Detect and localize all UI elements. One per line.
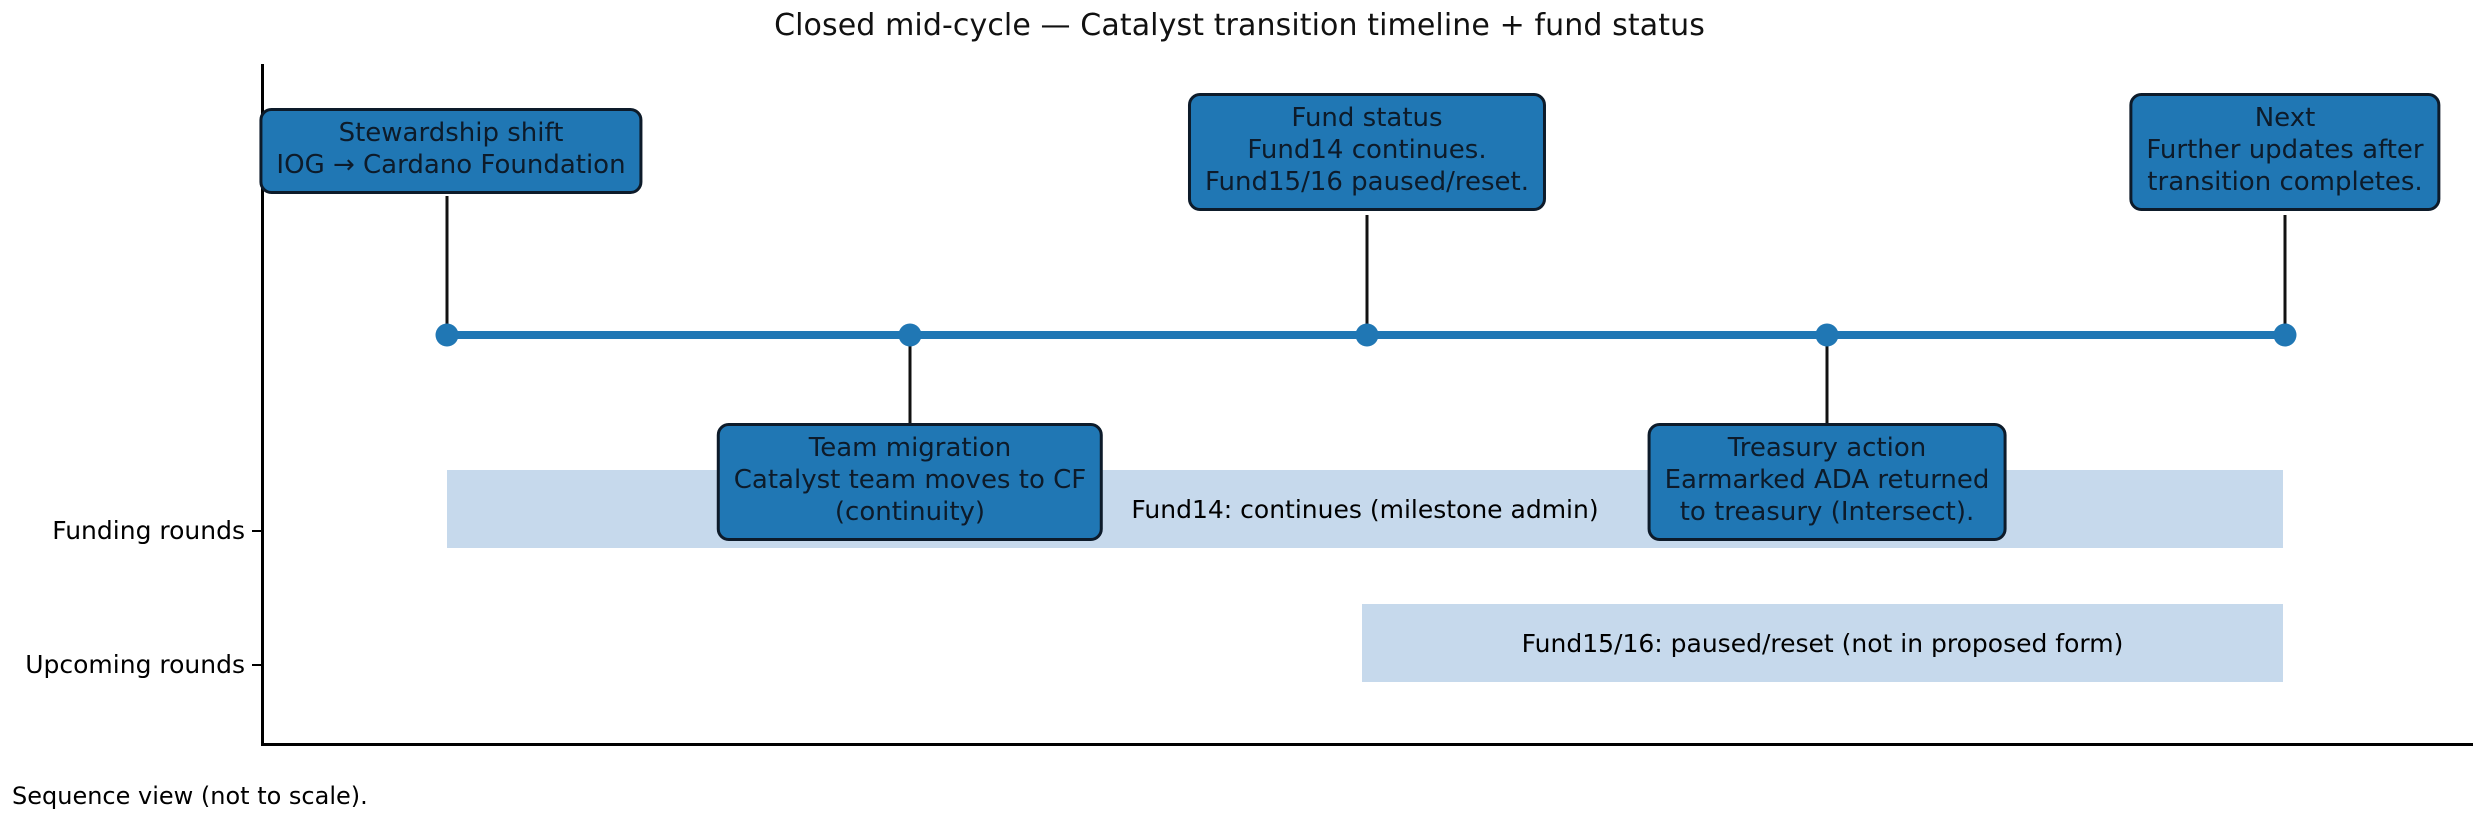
leader-line-team-migration xyxy=(908,335,912,428)
ytick-mark-upcoming-rounds xyxy=(252,664,263,666)
figure-caption: Sequence view (not to scale). xyxy=(12,782,368,810)
axis-spine-left xyxy=(261,64,264,746)
axis-spine-bottom xyxy=(261,743,2473,746)
ytick-label-funding-rounds: Funding rounds xyxy=(52,516,245,545)
annotation-box-next[interactable]: Next Further updates after transition co… xyxy=(2129,93,2441,211)
ytick-mark-funding-rounds xyxy=(252,530,263,532)
timeline-marker-fund-status[interactable] xyxy=(1355,323,1379,347)
page-title: Closed mid-cycle — Catalyst transition t… xyxy=(774,8,1705,43)
span-bar-label-funding-rounds: Fund14: continues (milestone admin) xyxy=(1131,495,1599,524)
span-bar-upcoming-rounds xyxy=(1362,604,2283,682)
span-bar-label-upcoming-rounds: Fund15/16: paused/reset (not in proposed… xyxy=(1521,629,2124,658)
ytick-label-upcoming-rounds: Upcoming rounds xyxy=(25,650,245,679)
timeline-marker-stewardship-shift[interactable] xyxy=(435,323,459,347)
timeline-marker-treasury-action[interactable] xyxy=(1815,323,1839,347)
timeline-marker-next[interactable] xyxy=(2273,323,2297,347)
leader-line-treasury-action xyxy=(1825,335,1829,428)
leader-line-stewardship xyxy=(445,196,449,335)
timeline-marker-team-migration[interactable] xyxy=(898,323,922,347)
annotation-box-treasury-action[interactable]: Treasury action Earmarked ADA returned t… xyxy=(1647,423,2007,541)
annotation-box-team-migration[interactable]: Team migration Catalyst team moves to CF… xyxy=(716,423,1104,541)
annotation-box-stewardship-shift[interactable]: Stewardship shift IOG → Cardano Foundati… xyxy=(259,108,643,194)
leader-line-next xyxy=(2283,215,2287,335)
leader-line-fund-status xyxy=(1365,215,1369,335)
annotation-box-fund-status[interactable]: Fund status Fund14 continues. Fund15/16 … xyxy=(1187,93,1547,211)
